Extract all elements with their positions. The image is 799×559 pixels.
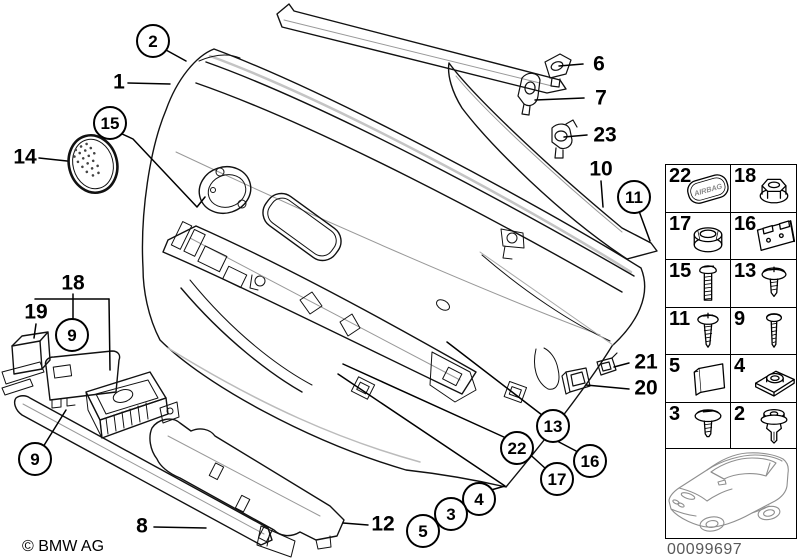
- part-number-label: 18: [734, 165, 757, 187]
- callout-7[interactable]: 7: [595, 86, 607, 110]
- legend-cell-13[interactable]: 13: [731, 260, 796, 308]
- airbag-emblem-icon: AIRBAG: [687, 174, 729, 204]
- callout-20[interactable]: 20: [634, 376, 658, 400]
- part-number-label: 9: [734, 307, 746, 330]
- part-number-label: 5: [669, 355, 681, 377]
- callout-23[interactable]: 23: [593, 123, 617, 147]
- callout-circle-16[interactable]: 16: [573, 444, 607, 478]
- speaker-cover[interactable]: [62, 130, 123, 198]
- callout-6[interactable]: 6: [593, 52, 605, 76]
- legend-cell-2[interactable]: 2: [731, 403, 796, 451]
- callout-circle-2[interactable]: 2: [136, 24, 170, 58]
- part-number-label: 2: [734, 402, 746, 425]
- armrest-carrier[interactable]: [149, 418, 345, 550]
- callout-10[interactable]: 10: [589, 157, 613, 181]
- callout-circle-17[interactable]: 17: [540, 462, 574, 496]
- part-number-label: 15: [669, 260, 692, 282]
- clip-6[interactable]: [544, 53, 572, 88]
- armrest-carrier-rail[interactable]: [162, 221, 477, 403]
- part-number-label: 4: [734, 355, 746, 377]
- callout-circle-11[interactable]: 11: [617, 180, 651, 214]
- washer-head-screw-icon: [761, 266, 787, 298]
- callout-14[interactable]: 14: [13, 145, 37, 169]
- square-clip-icon: [693, 363, 726, 396]
- part-number-label: 16: [734, 212, 757, 235]
- clip-23[interactable]: [551, 119, 578, 159]
- drawing-number: 00099697: [667, 541, 743, 558]
- copyright-text: © BMW AG: [22, 538, 105, 555]
- callout-circle-13[interactable]: 13: [536, 409, 570, 443]
- part-number-label: 3: [669, 402, 681, 425]
- expanding-rivet-icon: [760, 408, 788, 444]
- part-number-label: 11: [669, 307, 691, 330]
- callout-circle-22[interactable]: 22: [500, 431, 534, 465]
- door-trim-panel[interactable]: [141, 48, 646, 488]
- clip-20[interactable]: [561, 367, 591, 395]
- callout-21[interactable]: 21: [634, 350, 658, 374]
- window-switch-assembly[interactable]: [1, 350, 180, 439]
- legend-cell-17[interactable]: 17: [666, 212, 731, 260]
- legend-cell-9[interactable]: 9: [731, 307, 796, 355]
- callout-circle-4[interactable]: 4: [462, 482, 496, 516]
- legend-cell-15[interactable]: 15: [666, 260, 731, 308]
- self-locking-nut-icon: [693, 226, 723, 252]
- legend-cell-3[interactable]: 3: [666, 402, 731, 450]
- legend-cell-22[interactable]: 22 AIRBAG: [666, 165, 731, 213]
- fastener-legend: 22 AIRBAG 18 17: [665, 164, 797, 451]
- callout-12[interactable]: 12: [371, 512, 395, 536]
- large-washer-screw-icon: [694, 408, 722, 437]
- callout-circle-3[interactable]: 3: [434, 497, 468, 531]
- flange-nut-icon: [759, 178, 789, 204]
- grab-handle-cutout: [262, 192, 342, 262]
- machine-screw-icon: [699, 265, 717, 301]
- callout-circle-5[interactable]: 5: [406, 514, 440, 548]
- callout-circle-9b[interactable]: 9: [18, 442, 52, 476]
- vehicle-thumbnail: [665, 448, 797, 539]
- callout-circle-9a[interactable]: 9: [55, 318, 89, 352]
- clip-7[interactable]: [517, 72, 541, 116]
- cage-nut-icon: [755, 370, 795, 397]
- legend-cell-4[interactable]: 4: [731, 355, 796, 403]
- legend-cell-16[interactable]: 16: [731, 212, 796, 260]
- callout-19[interactable]: 19: [24, 300, 48, 324]
- callout-1[interactable]: 1: [113, 70, 125, 94]
- callout-circle-15[interactable]: 15: [93, 106, 127, 140]
- tapping-screw-icon: [766, 312, 782, 348]
- legend-cell-11[interactable]: 11: [666, 307, 731, 355]
- door-opener-escutcheon: [198, 165, 252, 215]
- part-number-label: 13: [734, 260, 757, 282]
- clip-21[interactable]: [596, 352, 618, 376]
- decor-strip[interactable]: [13, 395, 296, 558]
- upper-trim-strip[interactable]: [276, 3, 567, 94]
- legend-cell-5[interactable]: 5: [666, 355, 731, 403]
- part-number-label: 22: [669, 165, 692, 187]
- part-number-label: 17: [669, 212, 692, 235]
- callout-8[interactable]: 8: [136, 514, 148, 538]
- pillar-trim-strip[interactable]: [447, 62, 658, 260]
- leader-lines: [33, 49, 651, 529]
- bmw-sedan-icon: [668, 452, 789, 532]
- pan-head-screw-icon: [697, 312, 719, 348]
- legend-cell-18[interactable]: 18: [731, 165, 796, 213]
- callout-18[interactable]: 18: [61, 271, 85, 295]
- retainer-plate-icon: [756, 219, 796, 251]
